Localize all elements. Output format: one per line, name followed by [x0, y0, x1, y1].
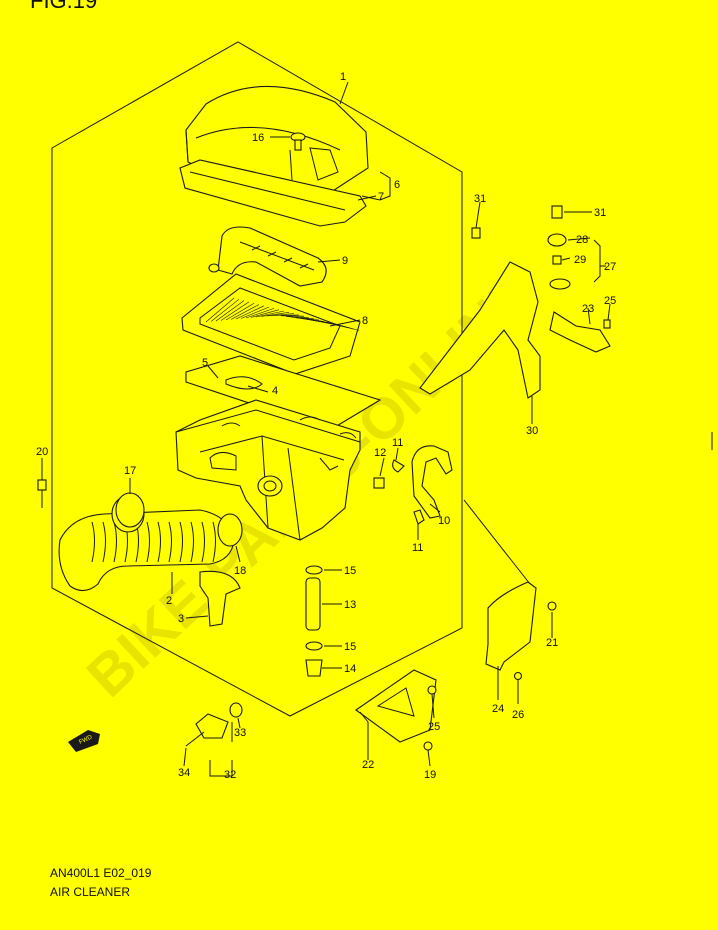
fwd-arrow: FWD — [68, 730, 100, 752]
document-code: AN400L1 E02_019 — [50, 866, 152, 880]
bracket-24 — [485, 581, 537, 671]
air-cleaner-case — [175, 399, 361, 541]
callout-28: 28 — [576, 234, 588, 246]
figure-label: FIG.19 — [30, 0, 98, 13]
callout-23: 23 — [582, 303, 594, 315]
grommet-stack — [471, 205, 571, 290]
bracket-3 — [199, 570, 241, 627]
callout-19: 19 — [424, 769, 436, 781]
callout-14: 14 — [344, 663, 356, 675]
callout-10: 10 — [438, 515, 450, 527]
callout-5: 5 — [202, 357, 208, 369]
leader-lines — [41, 81, 611, 777]
callout-27: 27 — [604, 261, 616, 273]
seal-gasket — [185, 355, 382, 431]
callout-25a: 25 — [604, 295, 616, 307]
callout-2: 2 — [166, 595, 172, 607]
callout-4: 4 — [272, 385, 278, 397]
callout-33: 33 — [234, 727, 246, 739]
callout-34: 34 — [178, 767, 190, 779]
callout-22: 22 — [362, 759, 374, 771]
callout-13: 13 — [344, 599, 356, 611]
callout-17: 17 — [124, 465, 136, 477]
screw-16 — [290, 132, 306, 151]
callout-18: 18 — [234, 565, 246, 577]
bolt-20 — [37, 479, 47, 508]
mount-23 — [549, 311, 611, 353]
callout-3: 3 — [178, 613, 184, 625]
drain-tube — [305, 565, 323, 677]
callout-12: 12 — [374, 447, 386, 459]
callout-24: 24 — [492, 703, 504, 715]
callout-11a: 11 — [392, 437, 403, 449]
callout-7: 7 — [378, 191, 384, 203]
callout-29: 29 — [574, 254, 586, 266]
assembly-frame — [51, 41, 463, 717]
svg-text:FWD: FWD — [78, 734, 94, 745]
clamp-17 — [115, 492, 145, 528]
callout-32: 32 — [224, 769, 236, 781]
cap-gasket — [179, 159, 367, 227]
stay-30 — [419, 261, 541, 399]
callout-1: 1 — [340, 71, 346, 83]
callout-16: 16 — [252, 132, 264, 144]
callout-6: 6 — [394, 179, 400, 191]
callout-11b: 11 — [412, 542, 423, 554]
callout-8: 8 — [362, 315, 368, 327]
callout-20: 20 — [36, 446, 48, 458]
filter-element — [181, 273, 361, 375]
drain-hose — [392, 445, 453, 525]
section-title: AIR CLEANER — [50, 885, 131, 899]
callout-31a: 31 — [474, 193, 486, 205]
callout-15a: 15 — [344, 565, 356, 577]
clamp-18 — [217, 513, 243, 547]
callout-9: 9 — [342, 255, 348, 267]
element-holder — [208, 226, 327, 287]
callout-numbers: 1 2 3 4 5 6 7 8 9 10 11 11 12 13 14 15 1… — [36, 71, 616, 781]
callout-31b: 31 — [594, 207, 606, 219]
callout-25b: 25 — [428, 721, 440, 733]
fitting-12 — [373, 477, 385, 489]
callout-15b: 15 — [344, 641, 356, 653]
sensor-32 — [185, 702, 243, 747]
callout-26: 26 — [512, 709, 524, 721]
callout-30: 30 — [526, 425, 538, 437]
callout-21: 21 — [546, 637, 558, 649]
